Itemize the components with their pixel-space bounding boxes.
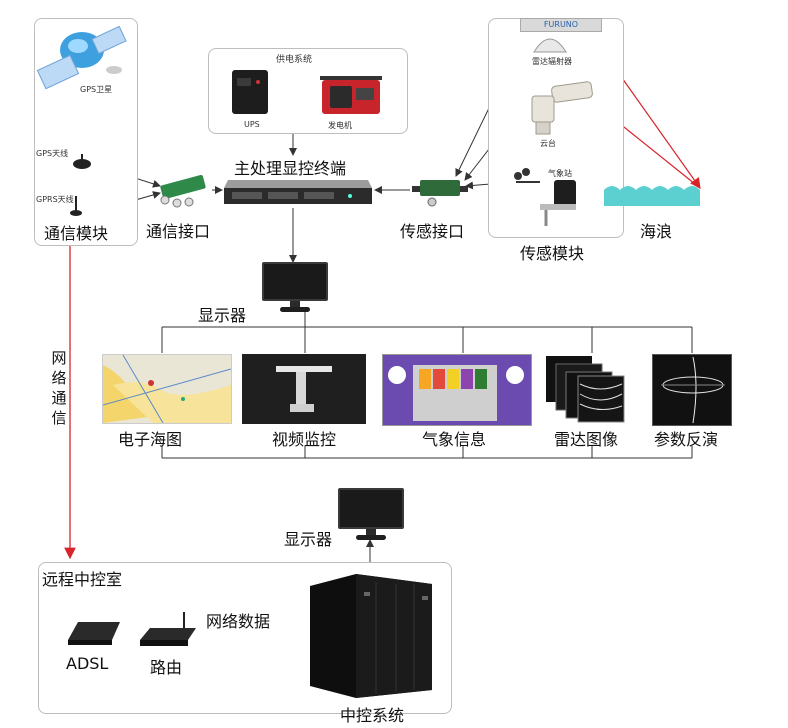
sea-wave-icon — [604, 186, 700, 206]
radar-image-thumbnail — [544, 354, 628, 424]
gps-antenna-icon — [73, 154, 91, 169]
remote-room-title: 远程中控室 — [42, 570, 123, 589]
wave-label: 海浪 — [640, 222, 673, 241]
weather-thumb-bar — [419, 369, 431, 389]
gprs-antenna-icon — [70, 196, 82, 216]
ups-label: UPS — [244, 120, 260, 129]
server-rack-icon — [224, 180, 372, 204]
comm-module-label: 通信模块 — [44, 224, 109, 243]
app-label-2: 视频监控 — [272, 430, 337, 449]
app-label-3: 气象信息 — [422, 430, 487, 449]
monitor-2-icon — [338, 488, 404, 540]
central-server-cabinet-icon — [310, 574, 432, 698]
weather-station-icon — [514, 168, 576, 226]
radar-label: 雷达辐射器 — [532, 57, 572, 66]
weather-info-thumbnail — [382, 354, 532, 426]
comm-interface-label: 通信接口 — [146, 222, 211, 241]
power-title: 供电系统 — [276, 55, 313, 65]
weather-thumb-bar — [461, 369, 473, 389]
adsl-modem-icon — [68, 622, 120, 645]
app-label-1: 电子海图 — [118, 430, 183, 449]
weather-thumb-bar — [447, 369, 459, 389]
display-label: 显示器 — [198, 306, 247, 325]
parameter-inversion-thumbnail — [652, 354, 732, 426]
generator-label: 发电机 — [328, 121, 352, 130]
router-label: 路由 — [150, 658, 183, 677]
pan-tilt-label: 云台 — [540, 139, 556, 148]
network-comm-label: 网 络 通 信 — [50, 348, 68, 428]
radar-dome-icon — [533, 38, 567, 53]
gprs-antenna-label: GPRS天线 — [36, 195, 74, 204]
sensor-interface-label: 传感接口 — [400, 222, 465, 241]
sensor-module-label: 传感模块 — [520, 244, 585, 263]
router-icon — [140, 612, 196, 646]
network-data-label: 网络数据 — [206, 612, 271, 631]
gps-satellite-label: GPS卫星 — [80, 85, 113, 94]
monitor-icon — [262, 262, 328, 312]
gps-antenna-label: GPS天线 — [36, 149, 69, 158]
satellite-icon — [36, 25, 127, 90]
ups-icon — [232, 70, 268, 114]
adsl-label: ADSL — [66, 654, 109, 673]
generator-icon — [320, 76, 382, 114]
electronic-chart-thumbnail — [102, 354, 232, 424]
terminal-label: 主处理显控终端 — [234, 159, 347, 178]
video-monitoring-thumbnail — [242, 354, 366, 424]
app-label-5: 参数反演 — [654, 430, 719, 449]
sensor-interface-card-icon — [412, 180, 468, 207]
central-system-label: 中控系统 — [340, 706, 405, 725]
app-label-4: 雷达图像 — [554, 430, 619, 449]
pan-tilt-camera-icon — [531, 81, 593, 135]
weather-station-label: 气象站 — [548, 169, 572, 178]
radar-antenna-bar: FURUNO — [520, 18, 602, 32]
comm-interface-card-icon — [160, 174, 206, 208]
weather-thumb-bar — [475, 369, 487, 389]
display-2-label: 显示器 — [284, 530, 333, 549]
weather-thumb-bar — [433, 369, 445, 389]
